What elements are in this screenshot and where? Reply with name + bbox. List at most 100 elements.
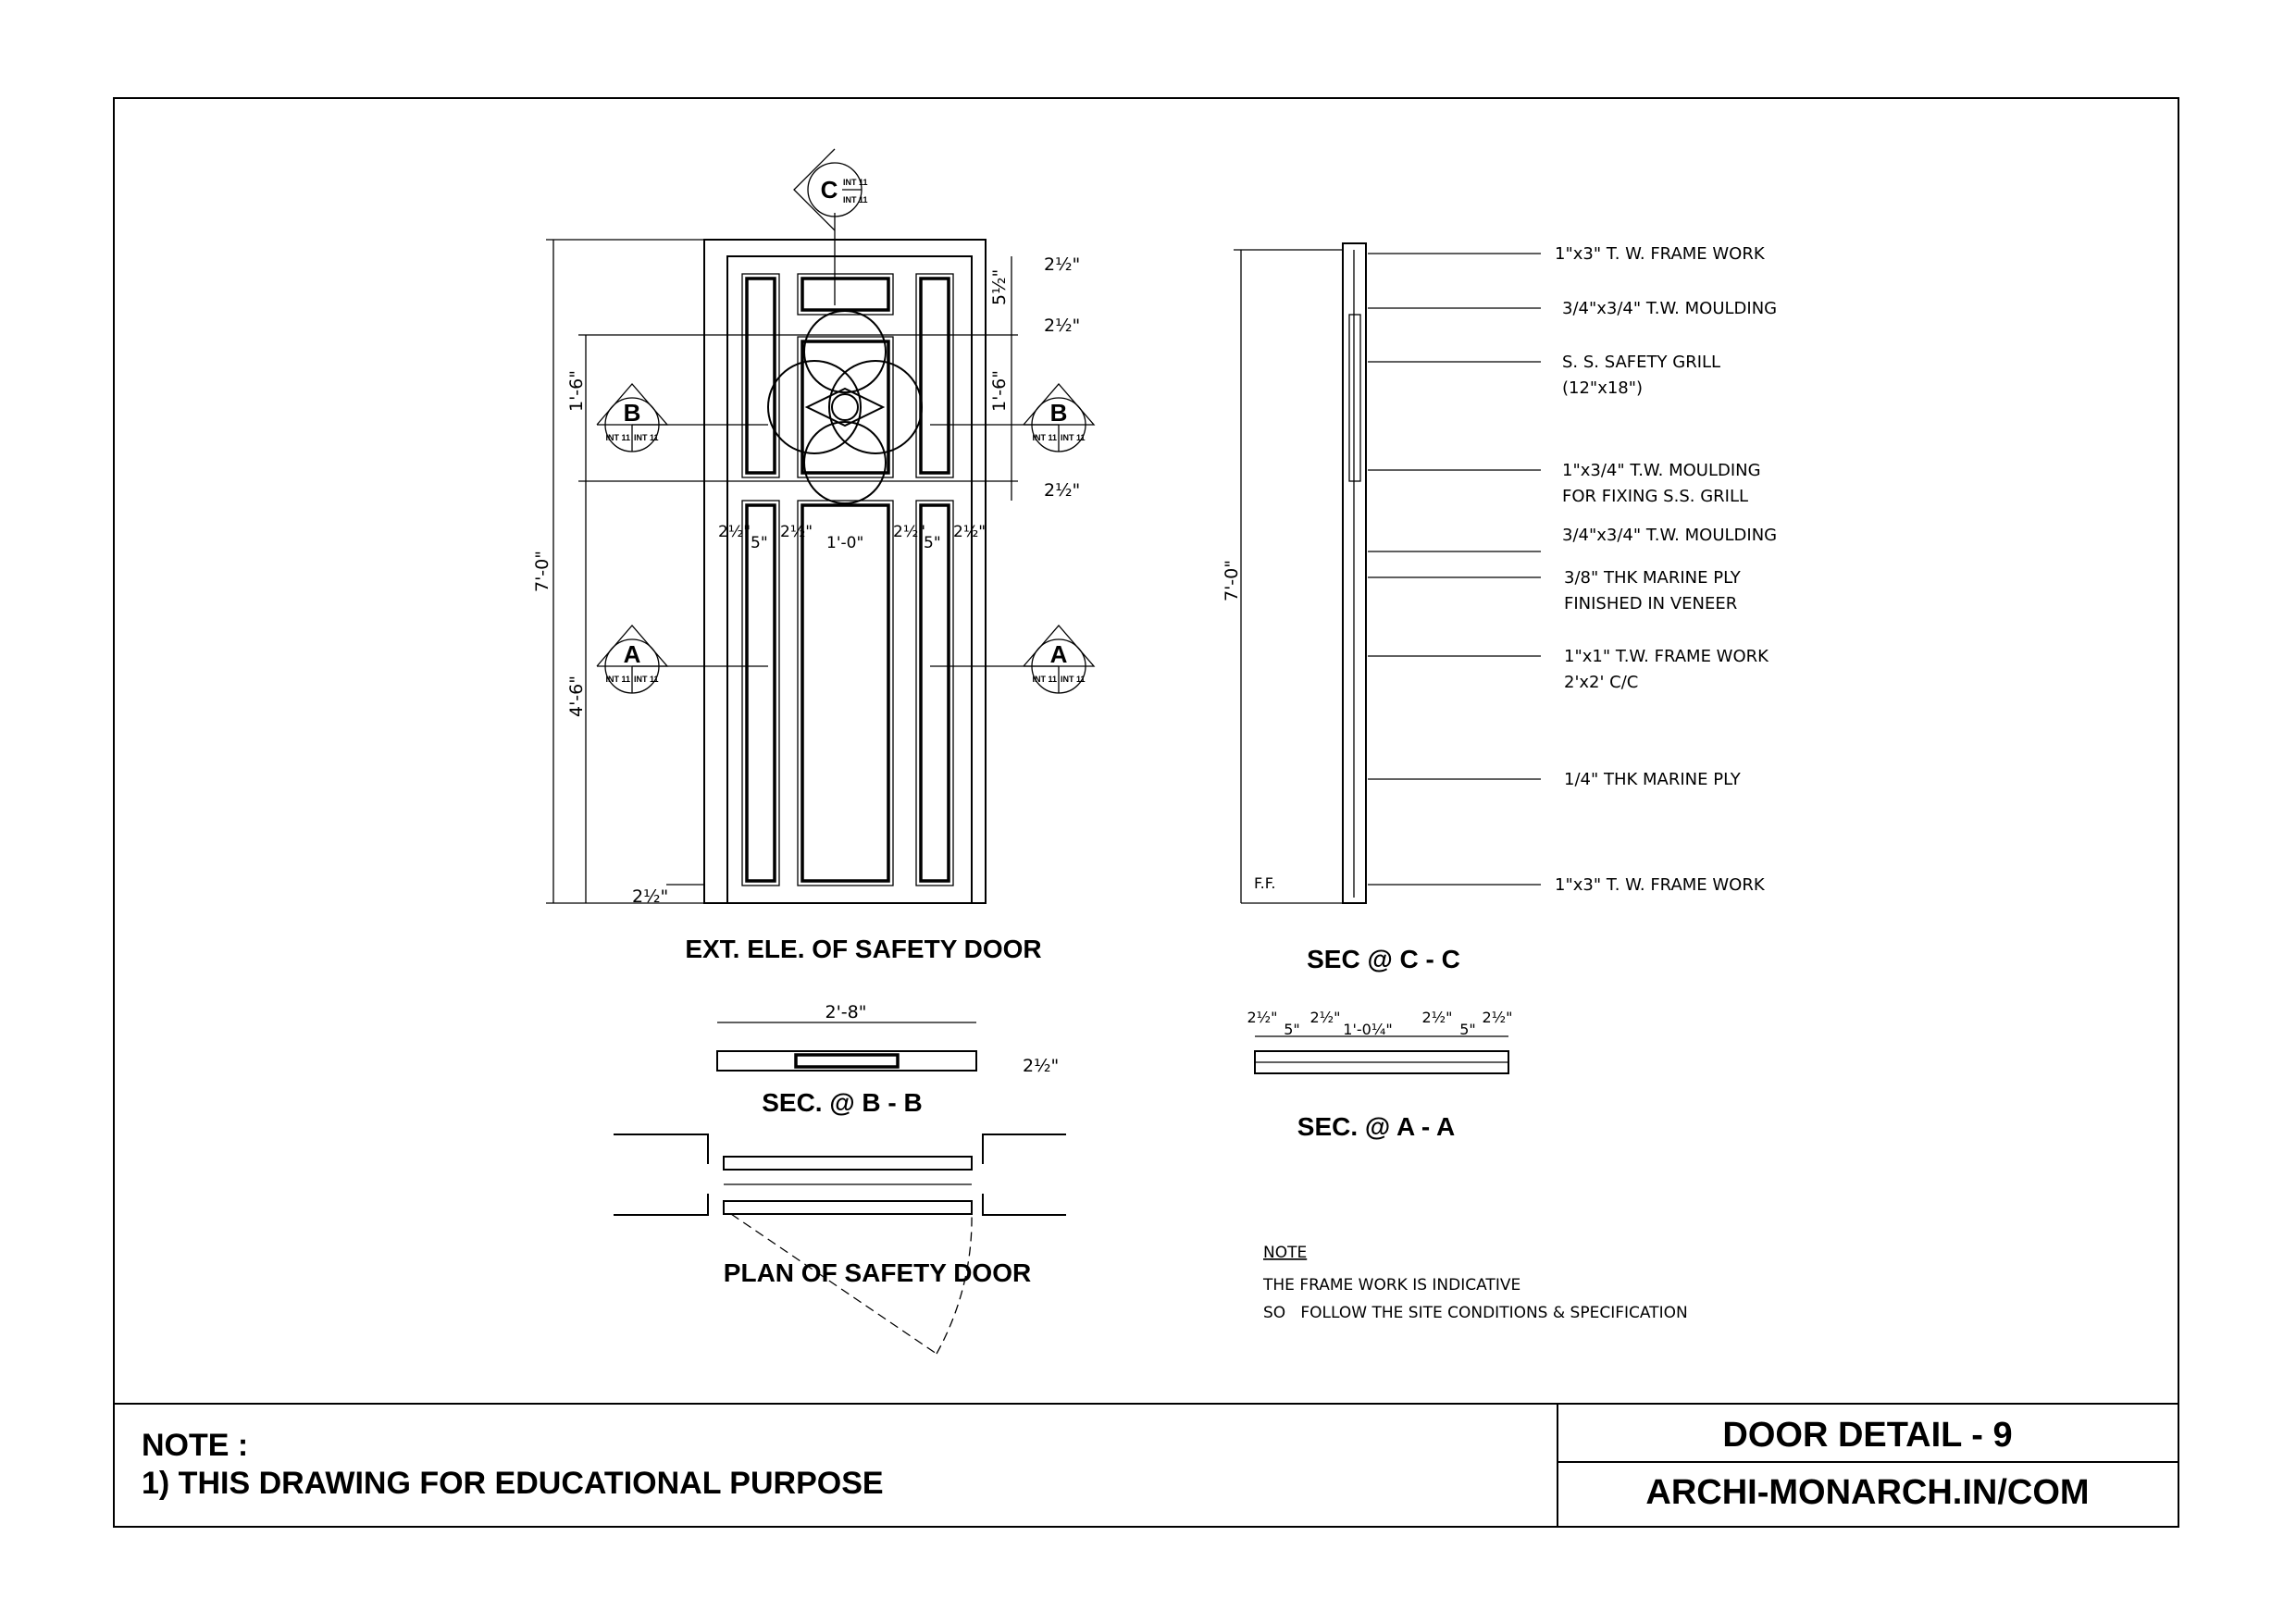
dim-rail-bottom: 2½" (632, 886, 668, 907)
svg-text:INT 11: INT 11 (843, 178, 868, 187)
svg-text:C: C (821, 176, 838, 204)
door-elevation: 7'-0" 1'-6" 4'-6" 1'-6" 5½" 2½" 2½" 2½" … (532, 148, 1096, 963)
svg-text:INT 11: INT 11 (1032, 675, 1057, 684)
callout-text: FINISHED IN VENEER (1564, 594, 1737, 613)
section-aa-dim: 2½" (1421, 1009, 1452, 1026)
panel-moulding (800, 277, 890, 312)
callout-text: 1"x1" T.W. FRAME WORK (1564, 647, 1769, 666)
website: ARCHI-MONARCH.IN/COM (1645, 1473, 2089, 1512)
plan-view: PLAN OF SAFETY DOOR (614, 1134, 1066, 1355)
drawing-title: DOOR DETAIL - 9 (1722, 1416, 2012, 1455)
door-panel (915, 273, 954, 478)
title-block-note-line: 1) THIS DRAWING FOR EDUCATIONAL PURPOSE (142, 1466, 884, 1501)
section-marker-b[interactable]: B INT 11 INT 11 (596, 383, 669, 452)
svg-text:INT 11: INT 11 (1061, 675, 1086, 684)
section-marker-b[interactable]: B INT 11 INT 11 (1023, 383, 1096, 452)
safety-grill-pattern (767, 310, 923, 504)
title-block: NOTE : 1) THIS DRAWING FOR EDUCATIONAL P… (114, 1403, 2178, 1527)
callout-text: 1"x3/4" T.W. MOULDING (1562, 461, 1761, 480)
dim-rail-1: 2½" (1044, 254, 1080, 275)
svg-text:INT 11: INT 11 (605, 675, 630, 684)
floor-finish-label: F.F. (1254, 874, 1275, 892)
section-cc-height: 7'-0" (1222, 560, 1242, 601)
drawing-note-heading: NOTE (1263, 1244, 1307, 1262)
callout-text: 3/8" THK MARINE PLY (1564, 568, 1742, 588)
svg-text:INT 11: INT 11 (605, 433, 630, 442)
dim-rail-3: 2½" (1044, 480, 1080, 501)
panel-moulding (745, 503, 776, 883)
door-panel (797, 500, 894, 886)
dim-top-panel: 5½" (989, 269, 1010, 305)
svg-text:A: A (1050, 640, 1068, 668)
callout-text: 2'x2' C/C (1564, 673, 1638, 692)
door-panel (797, 336, 894, 478)
dim-overall-height: 7'-0" (532, 551, 552, 592)
section-aa-dim: 2½" (1482, 1009, 1512, 1026)
section-aa-dim: 1'-0¼" (1343, 1021, 1392, 1038)
callout-text: S. S. SAFETY GRILL (1562, 353, 1720, 372)
dim-stile-1: 2½" (718, 523, 751, 541)
drawing-note-line-1: THE FRAME WORK IS INDICATIVE (1262, 1276, 1520, 1295)
elevation-title: EXT. ELE. OF SAFETY DOOR (685, 935, 1041, 963)
panel-moulding (919, 277, 950, 475)
callout-text: 3/4"x3/4" T.W. MOULDING (1562, 526, 1777, 545)
section-aa-dim: 2½" (1247, 1009, 1277, 1026)
callout-text: 1"x3" T. W. FRAME WORK (1555, 244, 1766, 264)
dim-side-panel-1: 5" (751, 534, 768, 552)
callout-label: 3/4"x3/4" T.W. MOULDING (1368, 526, 1777, 552)
door-panel (915, 500, 954, 886)
section-bb-title: SEC. @ B - B (762, 1088, 923, 1117)
dim-upper: 1'-6" (566, 370, 587, 412)
section-marker-a[interactable]: A INT 11 INT 11 (1023, 625, 1096, 694)
panel-moulding (919, 503, 950, 883)
dim-upper-right: 1'-6" (989, 370, 1010, 412)
callout-label: 1"x3/4" T.W. MOULDING FOR FIXING S.S. GRI… (1368, 461, 1761, 506)
section-bb-width: 2'-8" (825, 1002, 867, 1022)
plan-title: PLAN OF SAFETY DOOR (724, 1258, 1031, 1287)
svg-text:INT 11: INT 11 (1061, 433, 1086, 442)
callout-text: FOR FIXING S.S. GRILL (1562, 487, 1748, 506)
section-aa: 2½"5"2½"1'-0¼"2½"5"2½" SEC. @ A - A (1247, 1009, 1512, 1141)
panel-moulding (800, 503, 890, 883)
dim-lower: 4'-6" (566, 675, 587, 717)
callout-text: 3/4"x3/4" T.W. MOULDING (1562, 299, 1777, 318)
section-marker-a[interactable]: A INT 11 INT 11 (596, 625, 669, 694)
sheet-border (113, 97, 2179, 1528)
callout-text: (12"x18") (1562, 378, 1643, 398)
section-bb: 2'-8" 2½" SEC. @ B - B (716, 1002, 1059, 1117)
svg-text:INT 11: INT 11 (843, 195, 868, 204)
dim-stile-3: 2½" (893, 523, 925, 541)
callout-text: 1"x3" T. W. FRAME WORK (1555, 875, 1766, 895)
dim-stile-4: 2½" (953, 523, 986, 541)
panel-moulding (800, 340, 890, 475)
svg-text:B: B (624, 399, 641, 427)
door-panel (741, 500, 780, 886)
section-bb-thickness: 2½" (1023, 1056, 1059, 1076)
section-aa-dim: 2½" (1309, 1009, 1340, 1026)
svg-text:INT 11: INT 11 (634, 675, 659, 684)
door-panel (797, 273, 894, 316)
callout-label: S. S. SAFETY GRILL (12"x18") (1368, 353, 1720, 398)
dim-rail-2: 2½" (1044, 316, 1080, 336)
svg-text:B: B (1050, 399, 1068, 427)
callout-text: 1/4" THK MARINE PLY (1564, 770, 1742, 789)
section-cc: 7'-0" F.F. 1"x3" T. W. FRAME WORK 3/4"x3/… (1222, 242, 1777, 973)
section-cc-title: SEC @ C - C (1307, 945, 1460, 973)
callout-label: 3/8" THK MARINE PLY FINISHED IN VENEER (1368, 568, 1742, 613)
dim-center-panel: 1'-0" (826, 534, 863, 552)
svg-text:INT 11: INT 11 (1032, 433, 1057, 442)
callout-label: 1"x3" T. W. FRAME WORK (1368, 244, 1766, 264)
callout-label: 1/4" THK MARINE PLY (1368, 770, 1742, 789)
callout-label: 3/4"x3/4" T.W. MOULDING (1368, 299, 1777, 318)
svg-text:A: A (624, 640, 641, 668)
dim-stile-2: 2½" (780, 523, 813, 541)
drawing-note: NOTE THE FRAME WORK IS INDICATIVE SO FOL… (1262, 1244, 1688, 1322)
section-marker-c[interactable]: C INT 11 INT 11 (793, 148, 868, 231)
drawing-note-line-2: SO FOLLOW THE SITE CONDITIONS & SPECIFIC… (1263, 1304, 1688, 1322)
section-aa-dim: 5" (1459, 1021, 1476, 1038)
callout-label: 1"x1" T.W. FRAME WORK 2'x2' C/C (1368, 647, 1769, 692)
section-aa-dim: 5" (1284, 1021, 1300, 1038)
dim-side-panel-2: 5" (924, 534, 941, 552)
svg-text:INT 11: INT 11 (634, 433, 659, 442)
